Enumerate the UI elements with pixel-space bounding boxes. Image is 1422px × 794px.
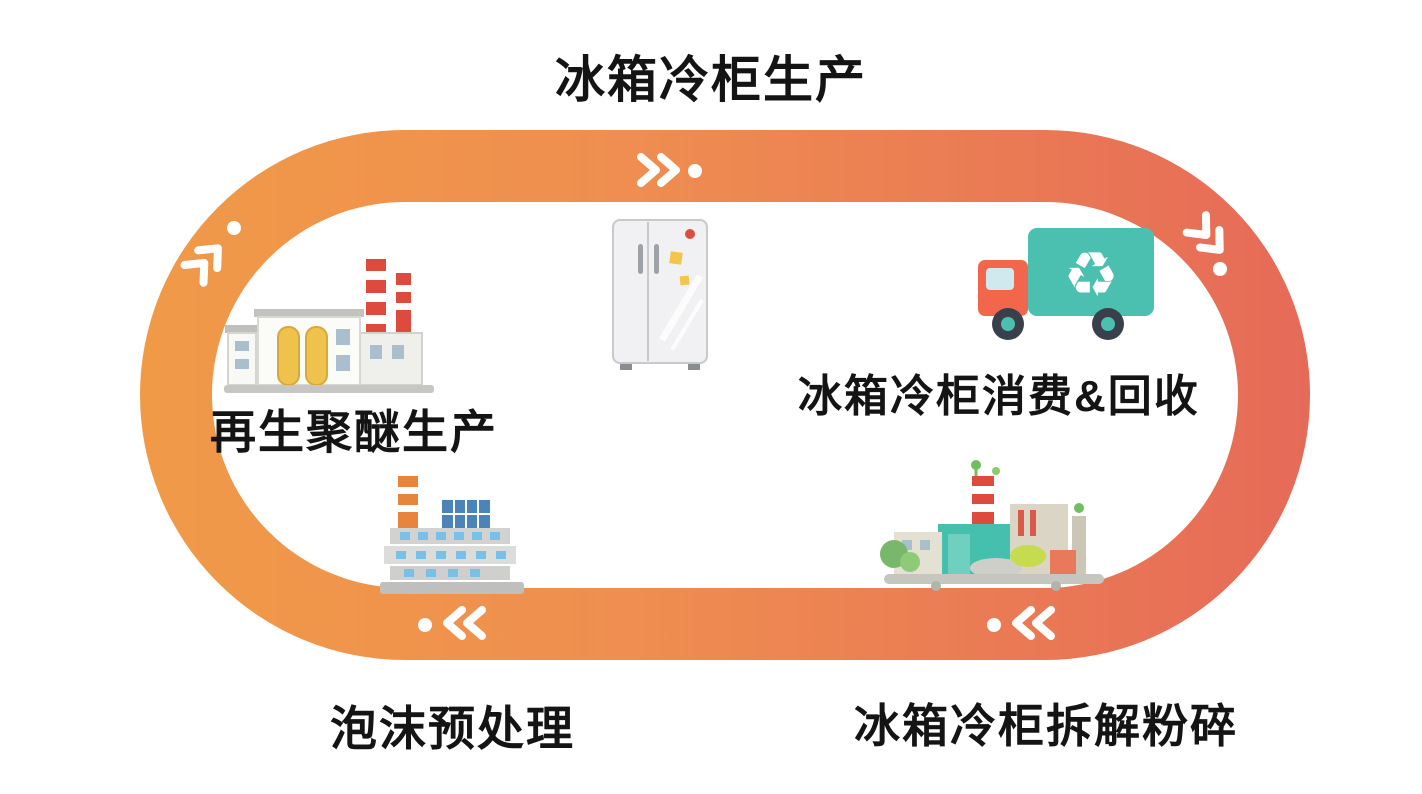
plant-chimney-red: [972, 476, 994, 528]
flow-arrow-bottom-right-icon: [1012, 606, 1055, 640]
stage-label-dismantling-shredding: 冰箱冷柜拆解粉碎: [854, 700, 1238, 752]
flow-dot-bottom-right: [987, 618, 1001, 632]
fridge-note: [669, 251, 683, 265]
tree-icon: [900, 552, 920, 572]
factory-silo: [305, 326, 328, 386]
stage-label-recycled-polyether: 再生聚醚生产: [210, 406, 498, 458]
foam-plant-icon: [380, 476, 524, 594]
fridge-handle-left: [638, 244, 643, 274]
recycle-symbol-icon: ♻: [1063, 241, 1119, 310]
shredding-plant-icon: [880, 460, 1104, 591]
stage-label-foam-pretreatment: 泡沫预处理: [330, 702, 575, 755]
plant-chimney: [398, 476, 418, 532]
polyether-factory-icon: [224, 259, 434, 393]
stage-label-consumption-recycling: 冰箱冷柜消费&回收: [798, 372, 1200, 421]
flow-dot-upper-left: [227, 221, 241, 235]
flow-arrow-bottom-left-icon: [443, 606, 486, 640]
fridge-handle-right: [654, 244, 659, 274]
flow-dot-top: [688, 164, 702, 178]
factory-wing-right: [357, 332, 423, 386]
truck-window: [986, 268, 1014, 290]
recycling-truck-icon: ♻: [978, 228, 1154, 340]
truck-box: [1028, 228, 1154, 316]
leaf-shape: [1010, 545, 1046, 567]
factory-silo: [277, 326, 300, 386]
stage-label-production: 冰箱冷柜生产: [555, 52, 867, 108]
flow-dot-upper-right: [1213, 262, 1227, 276]
sprout-icon: [971, 460, 981, 470]
flow-dot-bottom-left: [418, 618, 432, 632]
flow-arrow-top-icon: [637, 153, 680, 187]
flow-arrow-upper-right-icon: [1182, 211, 1224, 254]
fridge-icon: [612, 219, 708, 370]
fridge-magnet: [685, 229, 695, 239]
fridge-note-small: [679, 275, 690, 286]
flow-arrow-upper-left-icon: [180, 244, 222, 287]
